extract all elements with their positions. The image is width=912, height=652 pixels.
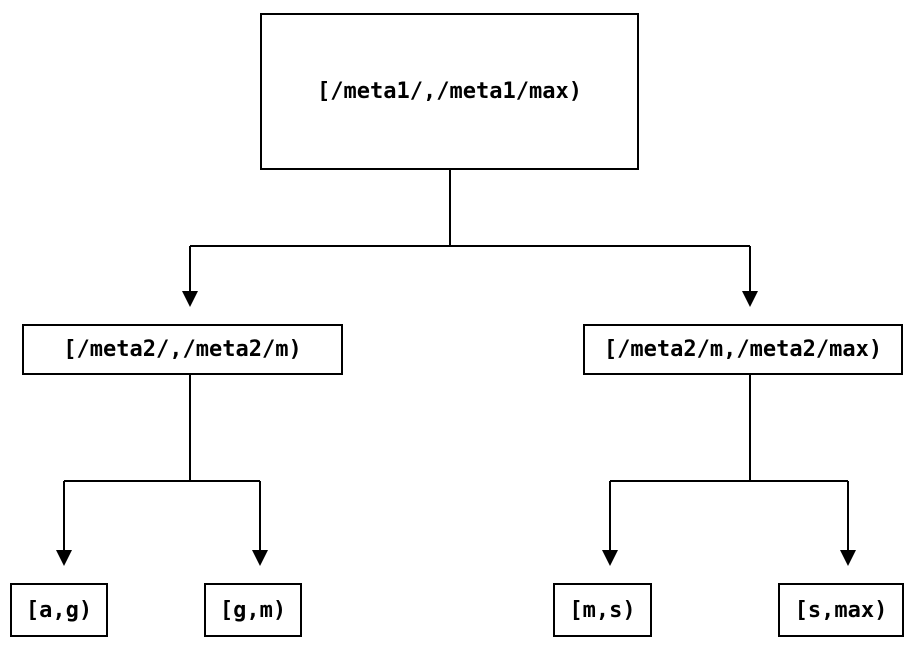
node-leaf-ag-label: [a,g)	[25, 597, 93, 623]
arrow-down-icon	[252, 550, 268, 566]
node-root-label: [/meta1/,/meta1/max)	[317, 79, 582, 104]
node-right-child: [/meta2/m,/meta2/max)	[583, 324, 903, 375]
arrow-down-icon	[182, 291, 198, 307]
node-leaf-ag: [a,g)	[10, 583, 108, 637]
node-leaf-gm: [g,m)	[204, 583, 302, 637]
node-leaf-gm-label: [g,m)	[219, 597, 287, 623]
node-leaf-ms: [m,s)	[553, 583, 652, 637]
arrow-down-icon	[742, 291, 758, 307]
node-left-child-label: [/meta2/,/meta2/m)	[63, 337, 302, 362]
arrow-down-icon	[840, 550, 856, 566]
node-left-child: [/meta2/,/meta2/m)	[22, 324, 343, 375]
node-leaf-smax-label: [s,max)	[794, 597, 888, 623]
node-root: [/meta1/,/meta1/max)	[260, 13, 639, 170]
node-leaf-ms-label: [m,s)	[569, 597, 636, 623]
node-right-child-label: [/meta2/m,/meta2/max)	[603, 337, 883, 362]
node-leaf-smax: [s,max)	[778, 583, 904, 637]
arrow-down-icon	[56, 550, 72, 566]
arrow-down-icon	[602, 550, 618, 566]
